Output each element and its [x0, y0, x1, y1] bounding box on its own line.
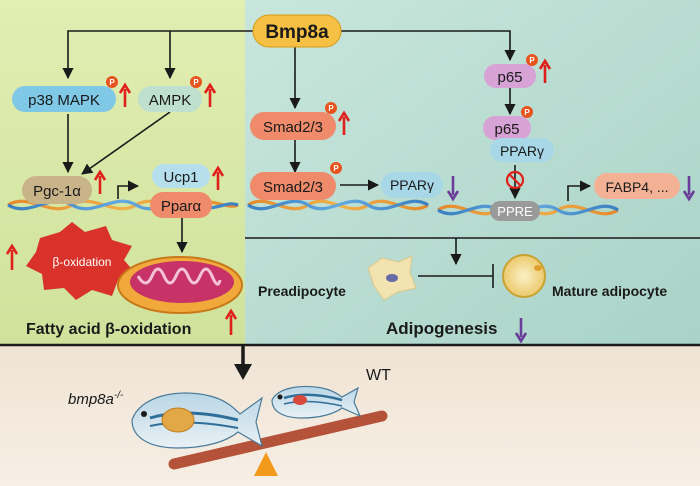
svg-text:P: P — [529, 56, 535, 65]
svg-text:P: P — [193, 78, 199, 87]
svg-text:P: P — [328, 104, 334, 113]
pgc1a-node: Pgc-1α — [22, 176, 92, 204]
beta-oxidation-label: β-oxidation — [53, 255, 112, 269]
result-arrow — [234, 345, 252, 380]
svg-text:P: P — [109, 78, 115, 87]
dna-middle — [247, 199, 429, 211]
p65-pparg-complex: p65 PPARγ — [483, 116, 554, 162]
mitochondrion-icon — [117, 256, 243, 314]
p38-mapk-node: p38 MAPK — [12, 86, 116, 112]
seesaw-fulcrum — [254, 452, 278, 476]
ppre-node: PPRE — [490, 201, 540, 221]
ppara-node: Pparα — [150, 192, 212, 218]
ampk-label: AMPK — [149, 92, 192, 109]
fabp4-node: FABP4, ... — [594, 173, 680, 199]
mutant-fish-icon — [131, 392, 263, 449]
ppre-label: PPRE — [497, 204, 533, 219]
wt-label: WT — [366, 367, 391, 384]
preadipocyte-icon — [367, 255, 417, 301]
seesaw-beam — [168, 410, 388, 470]
svg-text:P: P — [333, 164, 339, 173]
p65-complex-label: p65 — [494, 121, 519, 138]
mature-adipocyte-label: Mature adipocyte — [552, 283, 667, 299]
pparg-complex-label: PPARγ — [500, 143, 544, 159]
p65-top-label: p65 — [497, 69, 522, 86]
ppara-label: Pparα — [161, 198, 202, 215]
smad-top-label: Smad2/3 — [263, 119, 323, 136]
bmp8a-node: Bmp8a — [252, 14, 342, 48]
pgc1a-label: Pgc-1α — [33, 183, 81, 200]
p38-mapk-label: p38 MAPK — [28, 92, 100, 109]
svg-text:P: P — [524, 108, 530, 117]
pparg-label: PPARγ — [390, 177, 434, 193]
phenotype-panel — [0, 345, 700, 486]
pparg-node: PPARγ — [381, 172, 443, 198]
smad-bottom-node: Smad2/3 — [250, 172, 336, 200]
mature-adipocyte-icon — [502, 254, 546, 298]
smad-top-node: Smad2/3 — [250, 112, 336, 140]
mutant-label: bmp8a-/- — [68, 390, 124, 408]
p65-top-node: p65 — [484, 64, 536, 88]
seesaw — [168, 410, 388, 476]
bmp8a-label: Bmp8a — [265, 22, 329, 43]
regulation-arrows — [5, 58, 696, 344]
ampk-node: AMPK — [138, 86, 202, 112]
wt-fish-icon — [271, 385, 362, 419]
fabp4-label: FABP4, ... — [605, 179, 668, 195]
preadipocyte-label: Preadipocyte — [258, 283, 346, 299]
fatty-acid-caption: Fatty acid β-oxidation — [26, 321, 191, 338]
smad-bottom-label: Smad2/3 — [263, 179, 323, 196]
ucp1-node: Ucp1 — [152, 164, 210, 188]
ucp1-label: Ucp1 — [163, 169, 198, 186]
phospho-markers: P P P P P P — [106, 54, 538, 174]
bmp8a-connectors — [62, 30, 592, 288]
adipogenesis-caption: Adipogenesis — [386, 319, 497, 338]
inhibition-icon — [505, 170, 525, 190]
beta-oxidation-burst: β-oxidation — [26, 222, 136, 300]
